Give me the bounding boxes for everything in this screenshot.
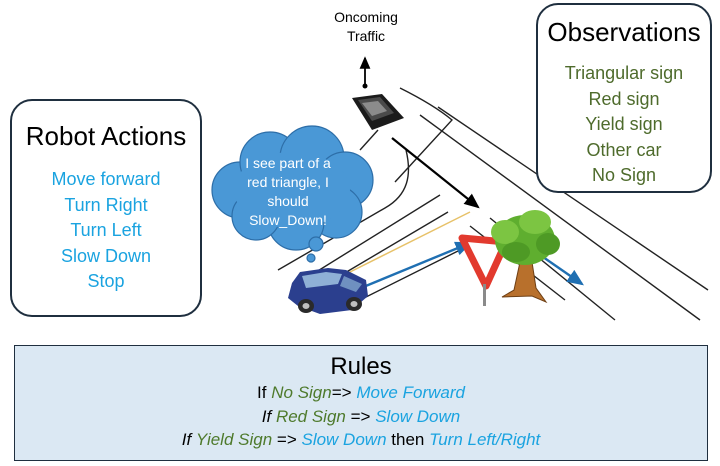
robot-actions-list: Move forward Turn Right Turn Left Slow D… xyxy=(12,167,200,295)
action-move-forward: Move forward xyxy=(51,169,161,189)
rule-1-if: If xyxy=(257,383,267,402)
observations-panel: Observations Triangular sign Red sign Yi… xyxy=(536,3,712,193)
rule-1-condition: No Sign xyxy=(271,383,332,402)
oncoming-line-2: Traffic xyxy=(346,28,386,44)
observations-title: Observations xyxy=(547,17,701,47)
center-lane-line xyxy=(329,211,471,283)
rule-2-if: If xyxy=(261,406,272,426)
action-turn-left: Turn Left xyxy=(70,220,142,240)
robot-actions-title: Robot Actions xyxy=(25,121,187,151)
tree-icon xyxy=(491,210,560,304)
oncoming-line-1: Oncoming xyxy=(334,9,398,25)
rule-2-arrow: => xyxy=(350,406,371,426)
thought-text: I see part of a red triangle, I should S… xyxy=(226,154,350,230)
robot-car-icon xyxy=(288,268,368,314)
rule-3-action: Slow Down xyxy=(301,430,387,449)
rule-2-action: Slow Down xyxy=(375,406,461,426)
observation-yield-sign: Yield sign xyxy=(585,114,663,134)
oncoming-traffic-label: Oncoming Traffic xyxy=(316,8,416,46)
rule-red-sign: If Red Sign => Slow Down xyxy=(15,405,707,429)
oncoming-path-arrow xyxy=(391,137,480,209)
rule-1-arrow: => xyxy=(331,383,352,402)
rules-title: Rules xyxy=(330,353,392,380)
action-turn-right: Turn Right xyxy=(64,194,148,215)
thought-line-3: should xyxy=(267,193,309,209)
observation-triangular-sign: Triangular sign xyxy=(564,63,684,83)
thought-line-2: red triangle, I xyxy=(247,174,329,190)
thought-line-1: I see part of a xyxy=(245,155,331,171)
rule-yield-sign: If Yield Sign => Slow Down then Turn Lef… xyxy=(15,428,707,452)
yield-sign-icon xyxy=(458,234,510,306)
observations-list: Triangular sign Red sign Yield sign Othe… xyxy=(538,61,710,189)
rule-3-arrow: => xyxy=(276,430,297,449)
robot-path-arrow xyxy=(355,241,473,292)
action-stop: Stop xyxy=(87,271,125,291)
observation-other-car: Other car xyxy=(586,139,662,160)
observation-red-sign: Red sign xyxy=(588,88,660,109)
rule-3-action-2: Turn Left/Right xyxy=(429,430,541,449)
rule-3-if: If xyxy=(181,430,192,449)
thought-line-4: Slow_Down! xyxy=(249,212,327,228)
rule-3-condition: Yield Sign xyxy=(195,430,273,449)
thought-cloud xyxy=(211,125,374,263)
observation-no-sign: No Sign xyxy=(591,165,657,185)
action-slow-down: Slow Down xyxy=(60,245,152,266)
rule-2-condition: Red Sign xyxy=(275,406,346,426)
rules-panel: Rules If No Sign=> Move Forward If Red S… xyxy=(14,345,708,461)
robot-actions-panel: Robot Actions Move forward Turn Right Tu… xyxy=(10,99,202,317)
rule-no-sign: If No Sign=> Move Forward xyxy=(15,381,707,405)
rule-1-action: Move Forward xyxy=(356,383,465,402)
rule-3-then: then xyxy=(391,430,425,449)
oncoming-car-icon xyxy=(352,94,404,130)
oncoming-dot xyxy=(362,83,368,89)
